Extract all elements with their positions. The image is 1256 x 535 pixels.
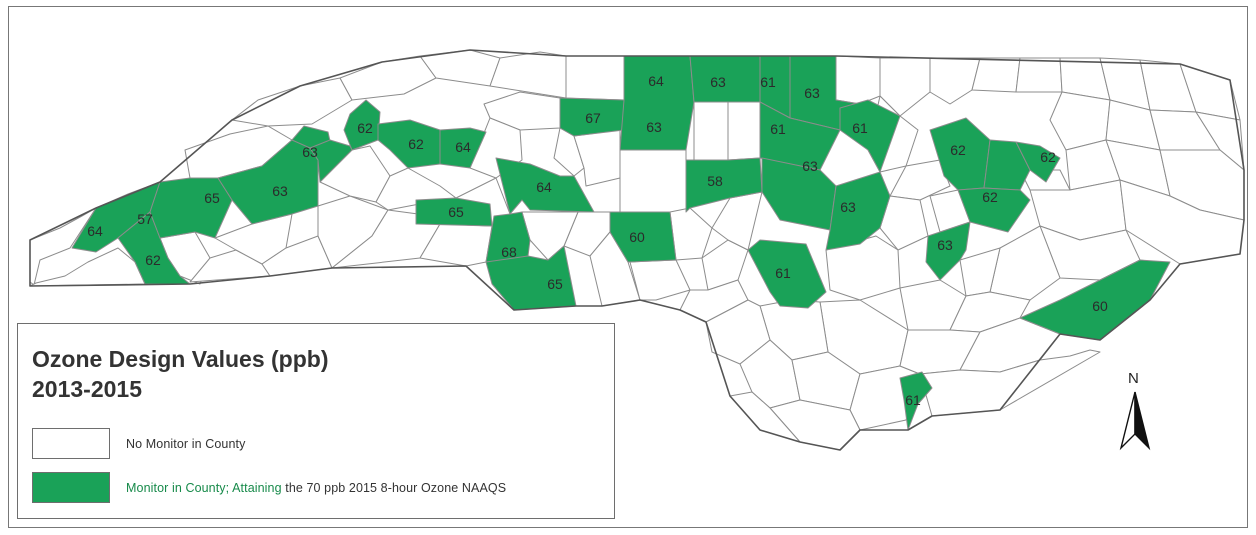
county-no-monitor bbox=[1015, 57, 1063, 93]
design-value-labels: 64 63 61 63 67 63 61 61 62 63 62 64 62 6… bbox=[87, 73, 1108, 408]
county-with-monitor bbox=[217, 139, 319, 225]
county-with-monitor bbox=[1015, 141, 1061, 183]
legend: Ozone Design Values (ppb) 2013-2015 No M… bbox=[17, 323, 615, 519]
monitor-label-highlight: Monitor in County; Attaining bbox=[126, 480, 282, 495]
design-value-label: 62 bbox=[145, 252, 161, 268]
design-value-label: 63 bbox=[272, 183, 288, 199]
legend-row-no-monitor: No Monitor in County bbox=[32, 428, 245, 459]
county-with-monitor bbox=[825, 171, 891, 251]
design-value-label: 68 bbox=[501, 244, 517, 260]
design-value-label: 63 bbox=[840, 199, 856, 215]
design-value-label: 65 bbox=[547, 276, 563, 292]
legend-title-line2: 2013-2015 bbox=[32, 376, 142, 402]
county-with-monitor bbox=[747, 239, 827, 309]
north-arrow-icon bbox=[1119, 391, 1151, 451]
design-value-label: 65 bbox=[448, 204, 464, 220]
county-no-monitor bbox=[711, 191, 763, 251]
county-with-monitor bbox=[899, 371, 933, 431]
design-value-label: 62 bbox=[1040, 149, 1056, 165]
county-no-monitor bbox=[565, 55, 625, 101]
county-with-monitor bbox=[619, 55, 695, 151]
county-with-monitor bbox=[149, 177, 233, 239]
county-no-monitor bbox=[339, 55, 437, 101]
county-no-monitor bbox=[573, 129, 621, 187]
state-outline bbox=[29, 49, 1245, 451]
county-with-monitor bbox=[377, 119, 441, 169]
design-value-label: 63 bbox=[710, 74, 726, 90]
county-no-monitor bbox=[919, 349, 1101, 417]
county-no-monitor bbox=[929, 57, 981, 105]
north-arrow: N bbox=[1115, 370, 1155, 452]
county-no-monitor bbox=[589, 231, 641, 307]
legend-title: Ozone Design Values (ppb) 2013-2015 bbox=[32, 344, 328, 404]
county-no-monitor bbox=[231, 77, 353, 127]
design-value-label: 64 bbox=[455, 139, 471, 155]
legend-row-monitor: Monitor in County; Attaining the 70 ppb … bbox=[32, 472, 506, 503]
design-value-label: 63 bbox=[937, 237, 953, 253]
design-value-label: 64 bbox=[87, 223, 103, 239]
north-letter: N bbox=[1128, 370, 1139, 387]
design-value-label: 63 bbox=[302, 144, 318, 160]
no-monitor-label: No Monitor in County bbox=[126, 436, 246, 451]
county-with-monitor bbox=[485, 245, 577, 311]
design-value-label: 58 bbox=[707, 173, 723, 189]
design-value-label: 62 bbox=[982, 189, 998, 205]
design-value-label: 60 bbox=[1092, 298, 1108, 314]
county-no-monitor bbox=[727, 101, 761, 161]
county-with-monitor bbox=[685, 157, 763, 213]
design-value-label: 63 bbox=[804, 85, 820, 101]
design-value-label: 61 bbox=[905, 392, 921, 408]
design-value-label: 63 bbox=[646, 119, 662, 135]
design-value-label: 63 bbox=[802, 158, 818, 174]
design-value-label: 65 bbox=[204, 190, 220, 206]
county-no-monitor bbox=[693, 101, 729, 161]
county-no-monitor bbox=[29, 207, 97, 286]
county-no-monitor bbox=[971, 57, 1021, 93]
design-value-label: 67 bbox=[585, 110, 601, 126]
county-with-monitor bbox=[415, 197, 493, 227]
county-with-monitor bbox=[983, 139, 1031, 191]
design-value-label: 57 bbox=[137, 211, 153, 227]
counties-with-monitor bbox=[71, 55, 1171, 431]
design-value-label: 60 bbox=[629, 229, 645, 245]
county-no-monitor bbox=[669, 207, 713, 261]
design-value-label: 64 bbox=[536, 179, 552, 195]
county-no-monitor bbox=[629, 259, 691, 301]
county-with-monitor bbox=[559, 97, 625, 137]
design-value-label: 61 bbox=[852, 120, 868, 136]
county-no-monitor bbox=[701, 239, 749, 291]
county-with-monitor bbox=[759, 101, 841, 171]
monitor-label-rest: the 70 ppb 2015 8-hour Ozone NAAQS bbox=[281, 480, 507, 495]
no-monitor-swatch bbox=[32, 428, 110, 459]
design-value-label: 62 bbox=[408, 136, 424, 152]
design-value-label: 64 bbox=[648, 73, 664, 89]
monitor-label: Monitor in County; Attaining the 70 ppb … bbox=[126, 481, 506, 495]
county-with-monitor bbox=[761, 157, 837, 231]
legend-title-line1: Ozone Design Values (ppb) bbox=[32, 346, 329, 372]
counties-no-monitor bbox=[29, 49, 1245, 451]
design-value-label: 61 bbox=[775, 265, 791, 281]
design-value-label: 62 bbox=[357, 120, 373, 136]
county-with-monitor bbox=[925, 221, 971, 281]
county-no-monitor bbox=[835, 55, 881, 105]
county-with-monitor bbox=[495, 157, 595, 215]
design-value-label: 61 bbox=[770, 121, 786, 137]
design-value-label: 62 bbox=[950, 142, 966, 158]
county-no-monitor bbox=[889, 159, 951, 201]
county-no-monitor bbox=[489, 51, 567, 99]
monitor-swatch bbox=[32, 472, 110, 503]
county-with-monitor bbox=[439, 127, 487, 169]
county-with-monitor bbox=[609, 211, 677, 263]
county-no-monitor bbox=[619, 149, 687, 213]
design-value-label: 61 bbox=[760, 74, 776, 90]
